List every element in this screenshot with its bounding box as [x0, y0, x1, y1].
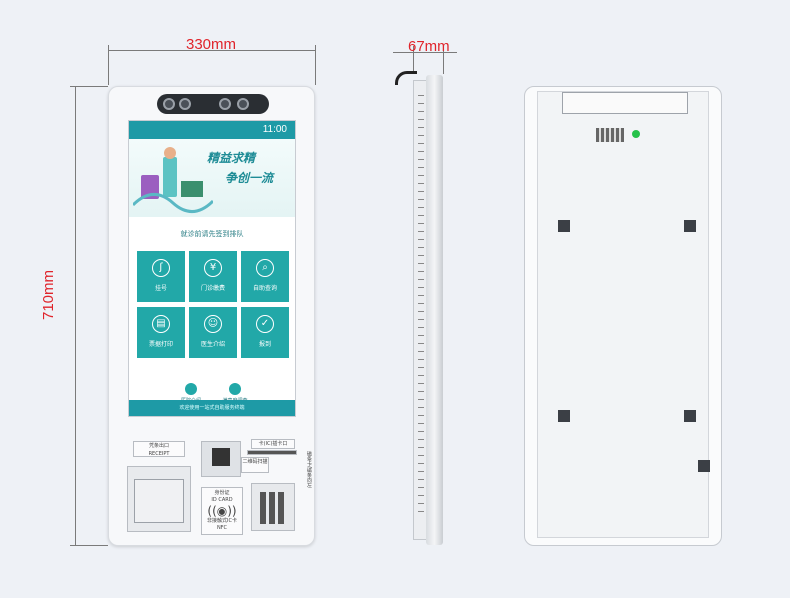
mount-hole-icon: [558, 410, 570, 422]
screen-top-bar: 11:00: [129, 121, 295, 139]
search-icon: ⌕: [256, 259, 274, 277]
hero-banner: 精益求精 争创一流: [129, 139, 295, 217]
tile-checkin[interactable]: ✓报到: [241, 307, 289, 358]
depth-tick-right: [443, 46, 444, 74]
mount-hole-icon: [558, 220, 570, 232]
camera-lens-icon: [179, 98, 191, 110]
height-tick-bottom: [70, 545, 108, 546]
top-bracket: [562, 92, 688, 114]
qr-label: 二维码扫描: [241, 457, 269, 473]
document-icon: ▤: [152, 315, 170, 333]
pin-pad[interactable]: [251, 483, 295, 531]
keypad-icon: [260, 492, 286, 524]
cable-icon: [395, 71, 417, 85]
mount-hole-icon: [684, 410, 696, 422]
slogan-line-2: 争创一流: [225, 171, 274, 185]
tile-payment[interactable]: ¥门诊缴费: [189, 251, 237, 302]
slogan-line-1: 精益求精: [207, 151, 256, 165]
vent-slots: [418, 95, 424, 515]
depth-tick-left: [413, 46, 414, 74]
width-tick-right: [315, 45, 316, 85]
printer-slot-icon: [134, 479, 184, 523]
depth-label: 67mm: [408, 38, 450, 55]
receipt-printer-slot[interactable]: [127, 466, 191, 532]
screen-footer: 欢迎使用一站式自助服务终端: [129, 400, 295, 416]
mount-hole-icon: [698, 460, 710, 472]
width-tick-left: [108, 45, 109, 85]
card-slot-label: 卡(IC)插卡口: [251, 439, 295, 449]
survey-icon: [229, 383, 241, 395]
height-label: 710mm: [40, 269, 57, 320]
check-icon: ✓: [256, 315, 274, 333]
kiosk-back-view: [524, 86, 722, 546]
camera-lens-icon: [219, 98, 231, 110]
nfc-icon: ((◉)): [207, 504, 237, 518]
ports-panel: [596, 128, 624, 142]
stethoscope-icon: ʃ: [152, 259, 170, 277]
tile-query[interactable]: ⌕自助查询: [241, 251, 289, 302]
camera-lens-icon: [163, 98, 175, 110]
height-tick-top: [70, 86, 108, 87]
scanner-window-icon: [212, 448, 230, 466]
height-dimension-line: [75, 86, 76, 546]
medical-illustration-icon: [133, 147, 213, 213]
magstripe-label: 磁条卡/磁条向左: [306, 451, 312, 488]
card-slot[interactable]: [247, 450, 297, 455]
camera-lens-icon: [237, 98, 249, 110]
side-body: [418, 75, 443, 545]
depth-dimension-line: [393, 52, 457, 53]
hospital-icon: [185, 383, 197, 395]
qr-scanner[interactable]: [201, 441, 241, 477]
tile-print[interactable]: ▤票据打印: [137, 307, 185, 358]
status-led-icon: [632, 130, 640, 138]
kiosk-side-view: [395, 71, 443, 545]
tile-doctor[interactable]: ☺医生介绍: [189, 307, 237, 358]
width-dimension-line: [108, 50, 316, 51]
yuan-icon: ¥: [204, 259, 222, 277]
mount-hole-icon: [684, 220, 696, 232]
width-label: 330mm: [186, 36, 237, 53]
clock: 11:00: [262, 124, 287, 135]
camera-bar: [157, 94, 269, 114]
back-plate: [537, 91, 710, 538]
queue-notice: 就诊前请先签到排队: [180, 230, 244, 238]
doctor-icon: ☺: [204, 315, 222, 333]
